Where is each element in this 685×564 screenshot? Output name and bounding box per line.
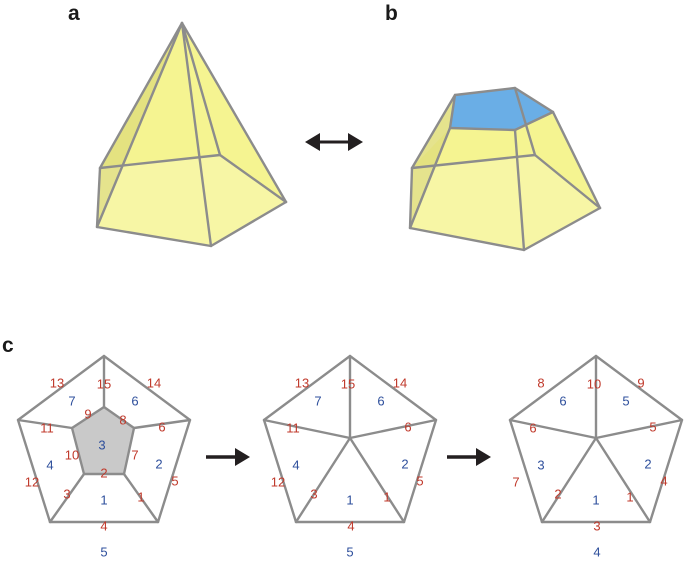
frustum-top-face <box>450 88 553 130</box>
pentagonal-pyramid <box>95 21 288 248</box>
face-label: 1 <box>100 493 107 508</box>
face-label: 5 <box>100 545 107 560</box>
face-label: 5 <box>622 394 629 409</box>
net-3-face-labels: 6 5 3 2 1 4 <box>537 394 651 560</box>
edge-label: 9 <box>637 376 644 391</box>
face-label: 6 <box>377 394 384 409</box>
edge-label: 13 <box>50 376 64 391</box>
edge-label: 4 <box>347 519 354 534</box>
edge-label: 14 <box>393 376 407 391</box>
face-label: 4 <box>593 545 600 560</box>
edge-label: 7 <box>512 475 519 490</box>
net-2: 15 14 13 11 6 12 3 1 5 4 7 6 4 2 1 5 <box>262 354 438 560</box>
edge-label: 5 <box>416 474 423 489</box>
edge-label: 12 <box>25 475 39 490</box>
net-1-center-pentagon <box>72 407 134 474</box>
edge-label: 4 <box>660 474 667 489</box>
edge-label: 2 <box>554 487 561 502</box>
frustum-right-face <box>515 112 600 250</box>
face-label: 5 <box>346 545 353 560</box>
net-1-edge-labels: 15 14 13 11 6 9 8 7 10 2 12 3 1 5 4 <box>25 376 179 534</box>
edge-label: 8 <box>537 376 544 391</box>
edge-label: 3 <box>593 519 600 534</box>
panel-label-c: c <box>2 334 14 357</box>
edge-label: 2 <box>100 466 107 481</box>
edge-label: 5 <box>171 474 178 489</box>
edge-label: 8 <box>119 413 126 428</box>
edge-label: 1 <box>137 490 144 505</box>
edge-label: 6 <box>158 420 165 435</box>
edge-label: 4 <box>100 519 107 534</box>
edge-label: 3 <box>310 487 317 502</box>
face-label: 7 <box>68 394 75 409</box>
edge-label: 10 <box>587 377 601 392</box>
edge-label: 7 <box>131 448 138 463</box>
edge-label: 5 <box>649 420 656 435</box>
edge-label: 15 <box>97 377 111 392</box>
face-label: 6 <box>131 394 138 409</box>
face-label: 2 <box>155 457 162 472</box>
edge-label: 6 <box>529 421 536 436</box>
flow-arrow-2 <box>447 448 491 466</box>
truncated-pyramid <box>408 86 602 252</box>
edge-label: 14 <box>147 376 161 391</box>
edge-label: 6 <box>404 420 411 435</box>
net-1: 15 14 13 11 6 9 8 7 10 2 12 3 1 5 4 7 6 … <box>16 354 192 560</box>
pyramid-front-face <box>97 23 211 246</box>
face-label: 2 <box>644 457 651 472</box>
face-label: 6 <box>559 394 566 409</box>
net-1-face-labels: 7 6 3 4 2 1 5 <box>46 394 162 560</box>
net-2-edge-labels: 15 14 13 11 6 12 3 1 5 4 <box>271 376 424 534</box>
panel-label-b: b <box>385 2 398 25</box>
edge-label: 9 <box>84 407 91 422</box>
face-label: 4 <box>292 458 299 473</box>
edge-label: 1 <box>383 490 390 505</box>
panel-label-a: a <box>68 2 80 25</box>
frustum-left-face <box>410 95 455 228</box>
edge-label: 1 <box>626 490 633 505</box>
face-label: 1 <box>592 493 599 508</box>
face-label: 1 <box>346 493 353 508</box>
net-2-face-labels: 7 6 4 2 1 5 <box>292 394 408 560</box>
pyramid-right-face <box>182 23 286 246</box>
face-label: 4 <box>46 458 53 473</box>
edge-label: 11 <box>286 421 300 436</box>
face-label: 2 <box>401 457 408 472</box>
face-label: 3 <box>98 438 105 453</box>
edge-label: 11 <box>40 421 54 436</box>
edge-label: 10 <box>65 448 79 463</box>
net-3-edge-labels: 10 9 8 6 5 7 2 1 4 3 <box>512 376 667 534</box>
flow-arrow-1 <box>206 448 250 466</box>
edge-label: 13 <box>295 376 309 391</box>
edge-label: 15 <box>341 377 355 392</box>
face-label: 3 <box>537 458 544 473</box>
edge-label: 12 <box>271 475 285 490</box>
edge-label: 3 <box>63 487 70 502</box>
net-3: 10 9 8 6 5 7 2 1 4 3 6 5 3 2 1 4 <box>508 354 684 560</box>
double-arrow <box>305 133 363 151</box>
face-label: 7 <box>314 394 321 409</box>
